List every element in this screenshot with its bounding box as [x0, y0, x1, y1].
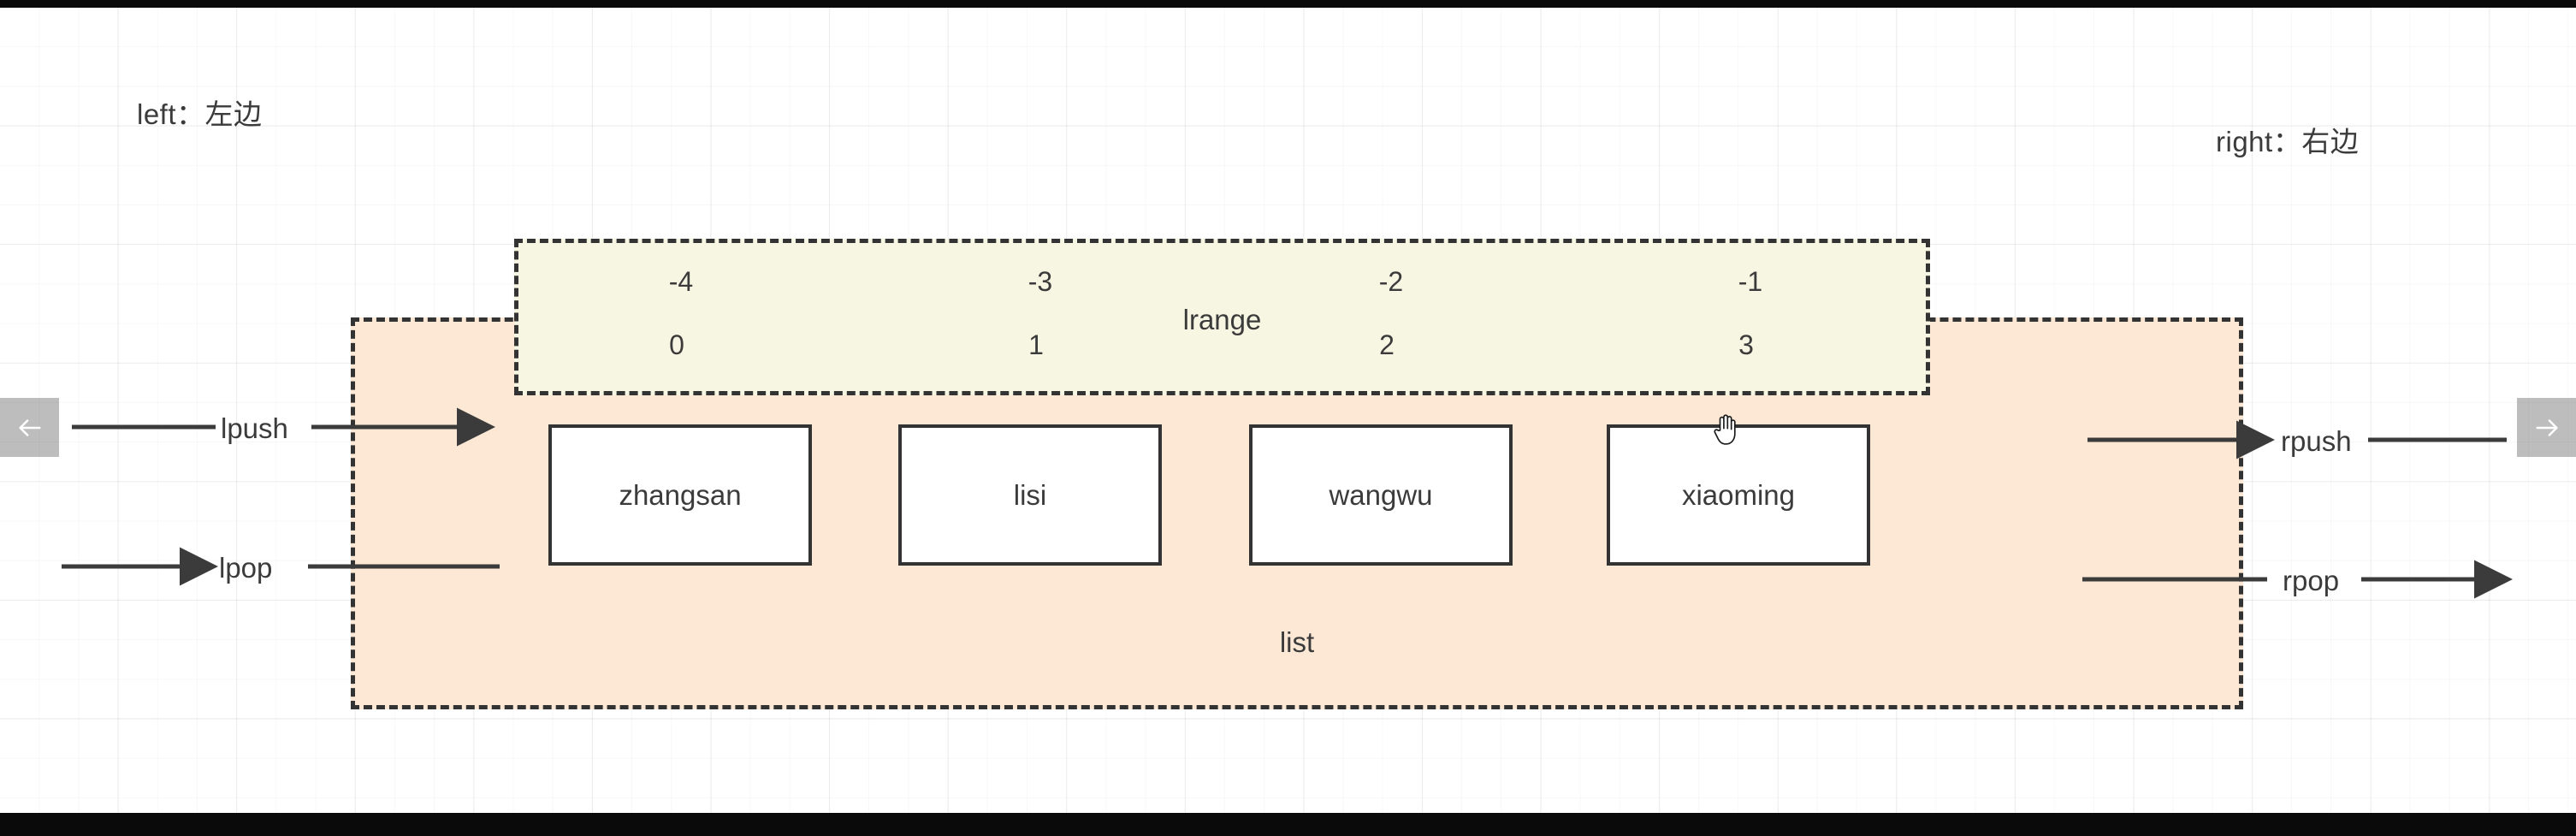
lpush-label: lpush — [221, 412, 288, 444]
list-caption: list — [1279, 626, 1315, 658]
negative-index-0: -4 — [668, 266, 694, 297]
diagram-canvas[interactable]: left：左边 right：右边 list -4 -3 -2 -1 0 1 2 … — [0, 8, 2576, 813]
window-chrome-top — [0, 0, 2576, 8]
list-item-wangwu[interactable]: wangwu — [1249, 424, 1513, 566]
next-slide-button[interactable] — [2517, 398, 2576, 457]
positive-index-0: 0 — [669, 329, 684, 360]
list-item-label: zhangsan — [619, 478, 742, 511]
list-item-label: wangwu — [1329, 478, 1433, 511]
list-item-label: xiaoming — [1681, 478, 1796, 511]
list-item-zhangsan[interactable]: zhangsan — [548, 424, 812, 566]
rpush-label: rpush — [2281, 425, 2352, 457]
arrow-left-icon — [18, 418, 41, 436]
list-item-xiaoming[interactable]: xiaoming — [1607, 424, 1870, 566]
negative-index-1: -3 — [1027, 266, 1053, 297]
positive-index-2: 2 — [1379, 329, 1395, 360]
negative-index-3: -1 — [1738, 266, 1763, 297]
arrow-right-icon — [2535, 418, 2558, 436]
positive-index-row: 0 1 2 3 — [518, 325, 1926, 365]
list-item-label: lisi — [1013, 478, 1047, 511]
negative-index-row: -4 -3 -2 -1 — [518, 262, 1926, 301]
prev-slide-button[interactable] — [0, 398, 59, 457]
list-item-lisi[interactable]: lisi — [898, 424, 1162, 566]
lpop-label: lpop — [219, 552, 273, 584]
positive-index-1: 1 — [1028, 329, 1044, 360]
left-side-label: left：左边 — [137, 98, 263, 130]
negative-index-2: -2 — [1378, 266, 1404, 297]
rpop-label: rpop — [2283, 565, 2340, 596]
lrange-caption: lrange — [1182, 303, 1262, 335]
window-chrome-bottom — [0, 813, 2576, 836]
lrange-container[interactable]: -4 -3 -2 -1 0 1 2 3 lrange — [514, 239, 1930, 395]
right-side-label: right：右边 — [2216, 126, 2360, 157]
positive-index-3: 3 — [1738, 329, 1754, 360]
